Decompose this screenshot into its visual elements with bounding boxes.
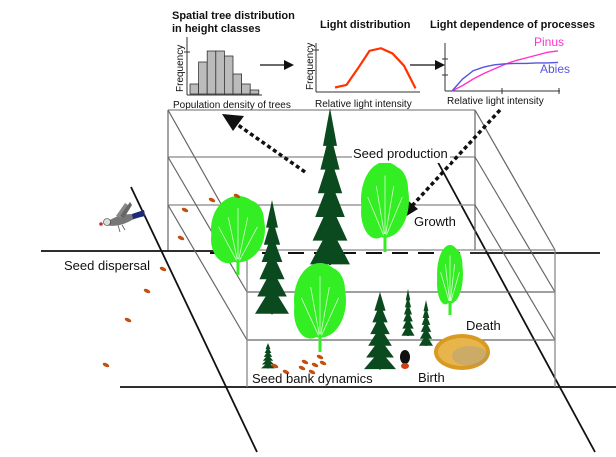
seedling-birth-icon <box>400 350 410 369</box>
conifer-tree-icon <box>255 200 289 315</box>
feedback-arrow-to-growth <box>400 108 502 220</box>
plane-line-diag-right <box>433 154 596 453</box>
panel3-title: Light dependence of processes <box>430 19 595 31</box>
panel2-xlabel: Relative light intensity <box>315 99 412 110</box>
stand-box <box>167 109 556 387</box>
process-labels: Seed production Growth Seed dispersal De… <box>64 146 501 386</box>
arrowhead-icon <box>284 60 294 70</box>
seed-icon <box>102 362 110 368</box>
histogram-bar <box>206 50 217 95</box>
panel2-ylabel: Frequency <box>305 43 316 90</box>
trees <box>211 108 463 370</box>
histogram-bar <box>249 89 260 95</box>
light-distribution-curve <box>334 47 417 89</box>
histogram-bar <box>198 61 208 95</box>
abies-curve <box>451 61 559 92</box>
label-seed-dispersal: Seed dispersal <box>64 258 150 273</box>
seed-icon <box>311 362 319 368</box>
histogram-bar <box>215 50 225 95</box>
panel3-xlabel: Relative light intensity <box>447 96 544 107</box>
seed-icon <box>177 235 185 241</box>
deciduous-tree-icon <box>361 162 409 252</box>
seed-icon <box>282 369 290 375</box>
plane-line-diag-left <box>130 186 258 453</box>
histogram-bar <box>223 55 234 95</box>
arrowhead-icon <box>435 60 445 70</box>
bird-icon <box>99 202 145 233</box>
legend-abies: Abies <box>540 62 570 76</box>
seed-icon <box>181 207 189 213</box>
seed-icon <box>143 288 151 294</box>
panel-light-dependence: Light dependence of processes Pinus Abie… <box>430 19 595 107</box>
conifer-tree-icon <box>419 300 433 346</box>
panel1-title-line2: in height classes <box>172 23 261 35</box>
seeds <box>102 193 327 375</box>
conifer-tree-icon <box>310 108 350 266</box>
seed-icon <box>308 369 316 375</box>
seed-icon <box>298 365 306 371</box>
label-seed-production: Seed production <box>353 146 448 161</box>
panel-light-distribution: Light distribution Frequency Relative li… <box>305 19 420 110</box>
deciduous-tree-icon <box>211 196 265 275</box>
conifer-tree-icon <box>401 289 415 336</box>
panel1-title-line1: Spatial tree distribution <box>172 10 295 22</box>
seed-icon <box>124 317 132 323</box>
seed-icon <box>316 354 324 360</box>
deciduous-tree-icon <box>437 245 463 315</box>
seed-icon <box>159 266 167 272</box>
histogram-bar <box>241 83 251 95</box>
dead-tree-icon <box>434 334 490 370</box>
conifer-tree-icon <box>364 292 396 370</box>
histogram-bar <box>232 73 243 95</box>
arrow-panel2-to-panel3 <box>410 60 445 70</box>
seed-icon <box>301 359 309 365</box>
panel2-title: Light distribution <box>320 19 411 31</box>
histogram-bars <box>189 50 260 95</box>
label-seed-bank-dynamics: Seed bank dynamics <box>252 371 373 386</box>
seed-icon <box>208 197 216 203</box>
legend-pinus: Pinus <box>534 35 564 49</box>
label-death: Death <box>466 318 501 333</box>
histogram-bar <box>189 83 200 95</box>
arrow-panel1-to-panel2 <box>260 60 294 70</box>
label-growth: Growth <box>414 214 456 229</box>
conifer-tree-icon <box>261 343 275 369</box>
deciduous-tree-icon <box>294 263 346 352</box>
label-birth: Birth <box>418 370 445 385</box>
panel-height-distribution: Spatial tree distribution in height clas… <box>172 10 295 111</box>
feedback-arrow-to-histogram <box>222 114 307 174</box>
arrowhead-icon <box>222 114 244 131</box>
panel1-xlabel: Population density of trees <box>173 100 291 111</box>
seed-icon <box>271 363 279 369</box>
panel1-ylabel: Frequency <box>175 45 186 92</box>
seed-icon <box>233 193 241 199</box>
seed-icon <box>319 360 327 366</box>
